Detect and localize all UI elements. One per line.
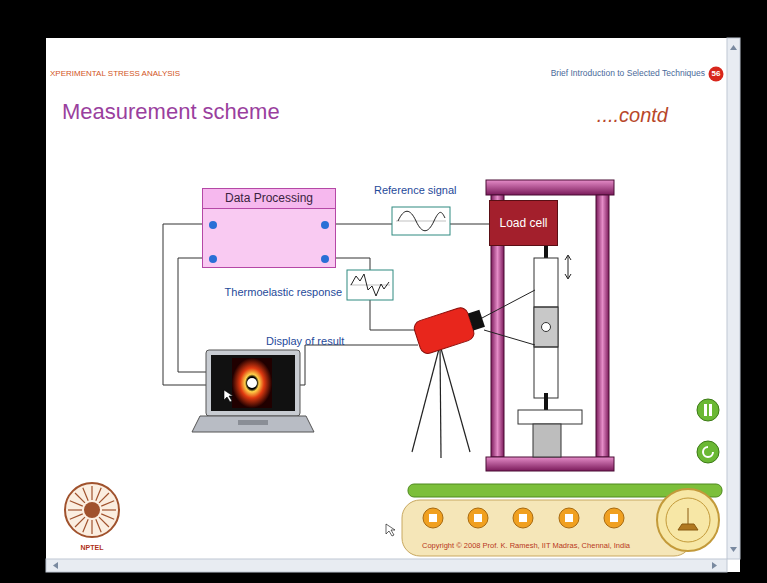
continued-note: ....contd: [597, 104, 668, 127]
signal-label: Thermoelastic response: [225, 286, 342, 299]
terminal-dot: [209, 255, 217, 263]
terminal-dot: [209, 221, 217, 229]
laptop: [192, 350, 314, 432]
loading-frame: [486, 180, 614, 471]
scrollbar: [46, 38, 740, 572]
page-number-badge: [709, 67, 724, 82]
process-box: Data Processing: [202, 188, 336, 268]
iit-logo: [657, 489, 719, 551]
specimen-grips: [518, 246, 582, 457]
reference-signal-plot: [392, 207, 450, 235]
node-text: Load cell: [495, 216, 551, 230]
slide-background: [46, 38, 740, 572]
signal-label: Display of result: [266, 335, 344, 348]
edge-label: Reference signal: [374, 184, 457, 197]
infrared-camera: [412, 290, 535, 355]
terminal-dot: [321, 221, 329, 229]
terminal-dot: [321, 255, 329, 263]
load-cell-box: Load cell: [489, 200, 558, 246]
slide-title: Measurement scheme: [62, 99, 280, 124]
player-controls: [386, 399, 722, 556]
course-header: XPERIMENTAL STRESS ANALYSIS: [50, 69, 180, 78]
tripod: [412, 345, 470, 458]
page-number: 56: [712, 69, 721, 78]
copyright-note: Copyright © 2008 Prof. K. Ramesh, IIT Ma…: [422, 542, 630, 551]
thermoelastic-response-plot: [347, 270, 393, 300]
logo-caption: NPTEL: [81, 544, 104, 552]
node-text: Data Processing: [203, 189, 335, 209]
nptel-logo: [65, 483, 119, 537]
section-header: Brief Introduction to Selected Technique…: [551, 69, 705, 79]
